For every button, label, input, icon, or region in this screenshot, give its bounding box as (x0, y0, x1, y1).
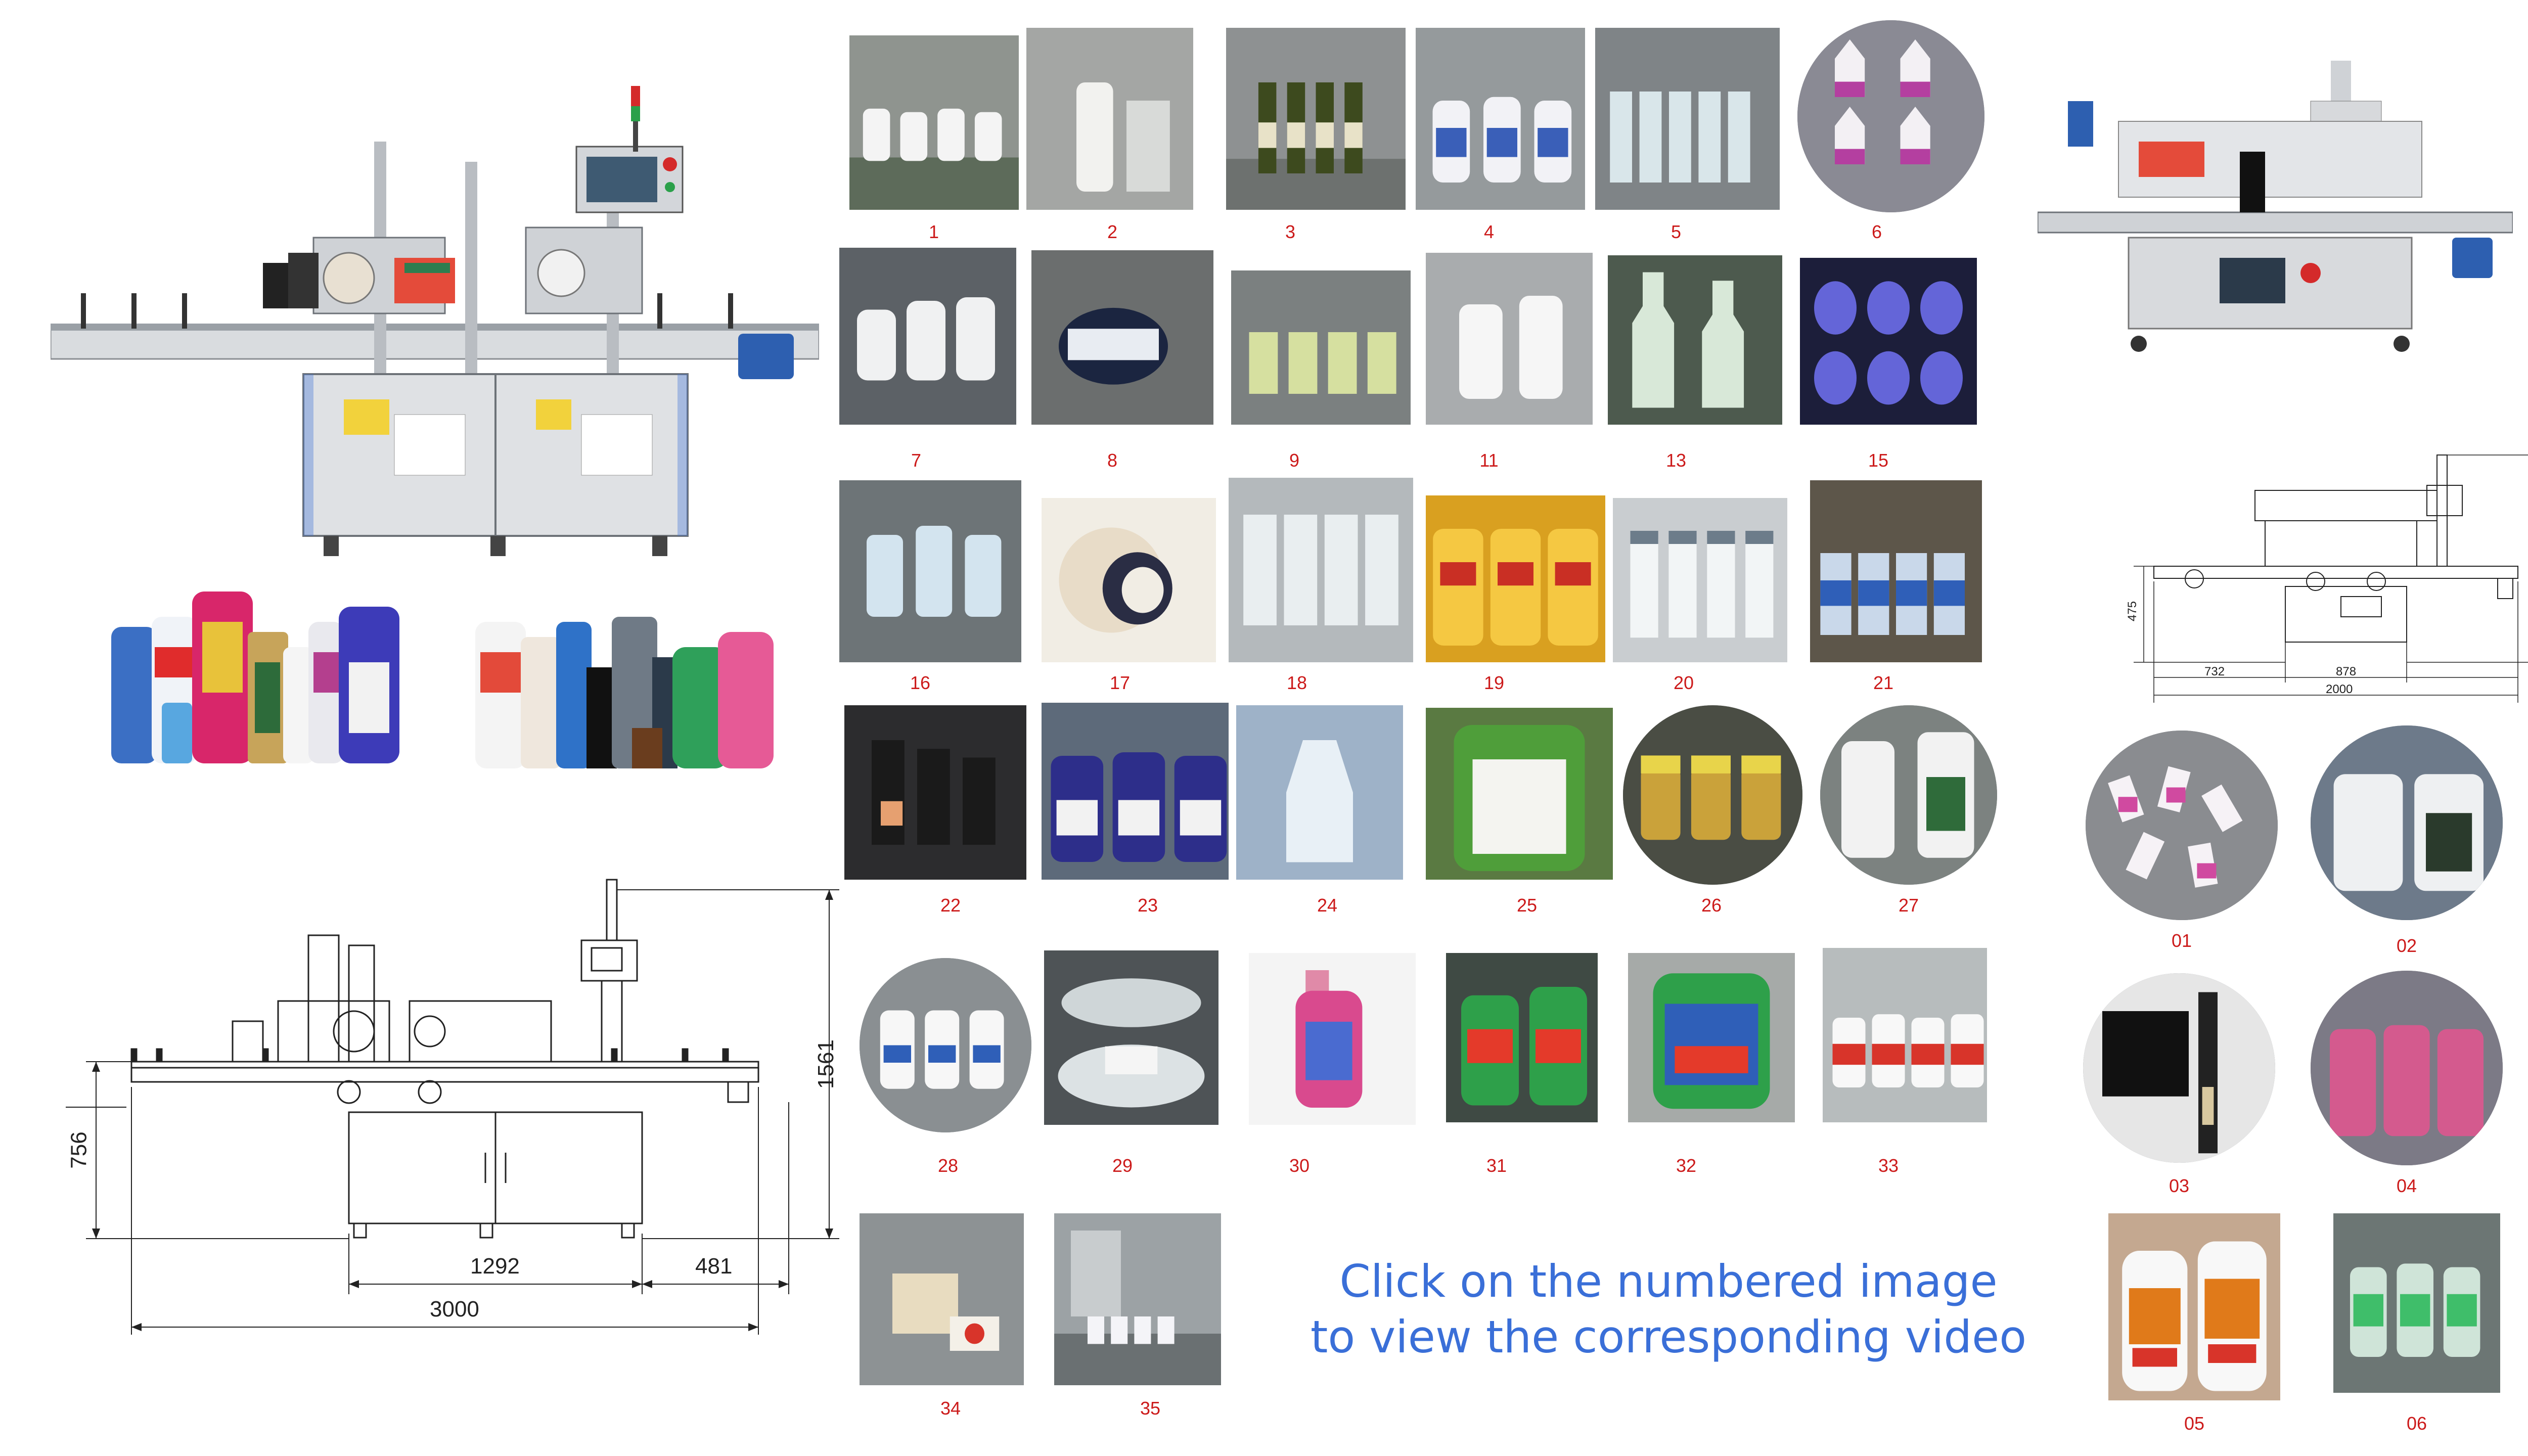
video-thumb-15[interactable] (1800, 258, 1977, 425)
video-thumb-05[interactable] (2108, 1213, 2280, 1400)
video-number-1[interactable]: 1 (928, 221, 939, 242)
video-number-34[interactable]: 34 (940, 1398, 961, 1419)
video-number-06[interactable]: 06 (2406, 1413, 2427, 1434)
video-thumb-9[interactable] (1231, 270, 1411, 425)
video-thumb-33[interactable] (1823, 948, 1987, 1122)
video-thumb-20[interactable] (1613, 498, 1787, 662)
video-number-13[interactable]: 13 (1665, 450, 1687, 471)
video-number-17[interactable]: 17 (1109, 672, 1131, 693)
video-thumb-29[interactable] (1044, 950, 1218, 1125)
video-thumb-34[interactable] (860, 1213, 1024, 1385)
video-thumb-5[interactable] (1595, 28, 1780, 210)
video-thumb-2[interactable] (1026, 28, 1193, 210)
video-number-15[interactable]: 15 (1868, 450, 1889, 471)
technical-drawing-small: 475 1067 732 878 2000 (2113, 440, 2528, 713)
video-thumb-18[interactable] (1229, 478, 1413, 662)
video-number-25[interactable]: 25 (1516, 895, 1538, 916)
video-number-2[interactable]: 2 (1107, 221, 1118, 242)
video-thumb-8[interactable] (1031, 250, 1213, 425)
video-thumb-26[interactable] (1623, 705, 1802, 885)
video-number-31[interactable]: 31 (1486, 1155, 1507, 1176)
dimension-width-right: 481 (695, 1254, 733, 1279)
detergent-bottles-photo-left (106, 571, 430, 774)
video-number-4[interactable]: 4 (1483, 221, 1495, 242)
video-thumb-6[interactable] (1797, 20, 1984, 212)
dimension-small-width-total: 2000 (2326, 682, 2353, 696)
video-number-04[interactable]: 04 (2396, 1175, 2417, 1196)
video-instructions: Click on the numbered image to view the … (1289, 1254, 2048, 1365)
dimension-width-middle: 1292 (470, 1254, 520, 1279)
video-number-21[interactable]: 21 (1873, 672, 1894, 693)
video-thumb-31[interactable] (1446, 953, 1598, 1122)
video-number-33[interactable]: 33 (1878, 1155, 1899, 1176)
video-number-8[interactable]: 8 (1107, 450, 1118, 471)
dimension-small-width-left: 732 (2204, 665, 2225, 678)
video-thumb-22[interactable] (844, 705, 1026, 880)
video-number-6[interactable]: 6 (1871, 221, 1882, 242)
video-number-23[interactable]: 23 (1137, 895, 1158, 916)
video-thumb-19[interactable] (1426, 495, 1605, 662)
video-thumb-32[interactable] (1628, 953, 1795, 1122)
video-number-01[interactable]: 01 (2171, 930, 2192, 951)
video-number-28[interactable]: 28 (937, 1155, 959, 1176)
video-thumb-06[interactable] (2333, 1213, 2500, 1393)
video-instructions-line-1: Click on the numbered image (1339, 1255, 1998, 1307)
video-thumb-21[interactable] (1810, 480, 1982, 662)
video-thumb-03[interactable] (2083, 973, 2275, 1163)
video-thumb-23[interactable] (1042, 703, 1229, 880)
video-thumb-1[interactable] (849, 35, 1019, 210)
dimension-width-total: 3000 (430, 1297, 479, 1322)
video-thumb-02[interactable] (2311, 725, 2503, 920)
video-number-02[interactable]: 02 (2396, 935, 2417, 956)
video-number-35[interactable]: 35 (1140, 1398, 1161, 1419)
video-number-27[interactable]: 27 (1898, 895, 1919, 916)
video-thumb-4[interactable] (1416, 28, 1585, 210)
video-thumb-17[interactable] (1042, 498, 1216, 662)
video-thumb-24[interactable] (1236, 705, 1403, 880)
video-number-32[interactable]: 32 (1676, 1155, 1697, 1176)
video-number-30[interactable]: 30 (1289, 1155, 1310, 1176)
labeling-machine-photo-secondary (2037, 46, 2514, 369)
video-thumb-16[interactable] (839, 480, 1021, 662)
video-thumb-04[interactable] (2311, 971, 2503, 1165)
video-thumb-7[interactable] (839, 248, 1016, 425)
video-number-9[interactable]: 9 (1289, 450, 1300, 471)
video-number-19[interactable]: 19 (1483, 672, 1505, 693)
dimension-small-height-table: 475 (2126, 601, 2140, 622)
video-thumb-28[interactable] (860, 958, 1031, 1132)
video-number-3[interactable]: 3 (1285, 221, 1296, 242)
video-thumb-01[interactable] (2086, 731, 2278, 920)
dimension-small-width-right: 878 (2336, 665, 2357, 678)
video-thumb-11[interactable] (1426, 253, 1593, 425)
labeling-machine-photo-main (50, 71, 820, 607)
video-thumb-27[interactable] (1820, 705, 1997, 885)
video-number-03[interactable]: 03 (2169, 1175, 2190, 1196)
video-thumb-3[interactable] (1226, 28, 1406, 210)
video-number-24[interactable]: 24 (1317, 895, 1338, 916)
video-thumb-30[interactable] (1249, 953, 1416, 1125)
video-number-20[interactable]: 20 (1673, 672, 1694, 693)
video-number-29[interactable]: 29 (1112, 1155, 1133, 1176)
detergent-bottles-photo-right (470, 576, 779, 779)
video-thumb-35[interactable] (1054, 1213, 1221, 1385)
technical-drawing-large: 756 1561 1292 481 3000 (66, 870, 844, 1365)
video-number-5[interactable]: 5 (1671, 221, 1682, 242)
video-number-16[interactable]: 16 (910, 672, 931, 693)
video-number-22[interactable]: 22 (940, 895, 961, 916)
dimension-height-table: 756 (66, 1131, 92, 1169)
dimension-height-total: 1561 (813, 1039, 838, 1089)
video-thumb-25[interactable] (1426, 708, 1613, 880)
video-number-11[interactable]: 11 (1479, 450, 1499, 471)
video-number-18[interactable]: 18 (1286, 672, 1307, 693)
video-thumb-13[interactable] (1608, 255, 1782, 425)
video-number-05[interactable]: 05 (2184, 1413, 2205, 1434)
video-instructions-line-2: to view the corresponding video (1310, 1311, 2027, 1363)
video-number-7[interactable]: 7 (911, 450, 922, 471)
video-number-26[interactable]: 26 (1701, 895, 1722, 916)
